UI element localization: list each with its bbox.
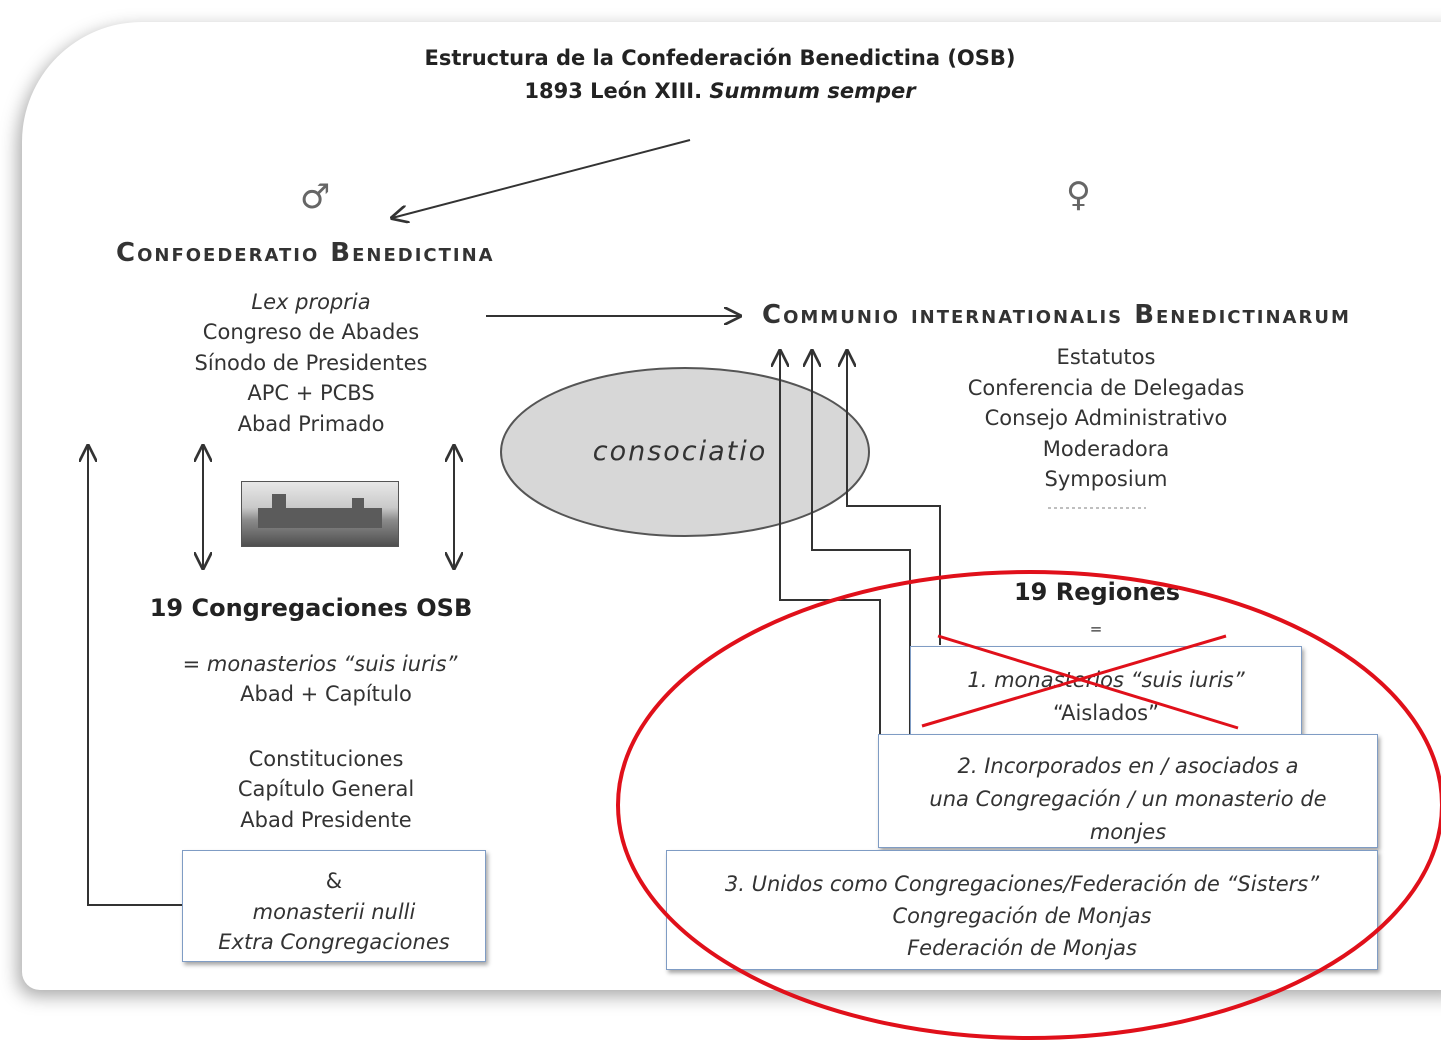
box-unidos: 3. Unidos como Congregaciones/Federación… [666, 850, 1378, 970]
capitulo-general: Capítulo General [237, 777, 415, 801]
box3-line1: 3. Unidos como Congregaciones/Federación… [724, 872, 1320, 896]
feedback-arrow [88, 446, 182, 906]
box2-line1: 2. Incorporados en / asociados a [957, 754, 1299, 778]
apc-pcbs: APC + PCBS [247, 381, 375, 405]
abad-presidente: Abad Presidente [240, 808, 412, 832]
abad-primado: Abad Primado [237, 412, 385, 436]
confoederatio-heading: Confoederatio Benedictina [116, 238, 495, 268]
diagram-subtitle: 1893 León XIII. Summum semper [524, 81, 915, 102]
box2-line2: una Congregación / un monasterio de [929, 787, 1327, 811]
communio-heading: Communio internationalis Benedictinarum [762, 300, 1351, 330]
monasterios-suis-iuris: = monasterios “suis iuris” [182, 652, 458, 676]
connector-box1 [847, 351, 941, 645]
extra-congregaciones-box: & monasterii nulli Extra Congregaciones [182, 850, 486, 962]
cross-out-line-1 [937, 634, 1239, 730]
box1-line2: “Aislados” [1052, 701, 1159, 725]
monastery-photo [241, 481, 399, 547]
female-symbol-icon: ♀ [1066, 175, 1091, 215]
extra-box-nulli: monasterii nulli [252, 900, 416, 924]
conferencia-delegadas: Conferencia de Delegadas [967, 376, 1245, 400]
subtitle-bull: Summum semper [709, 79, 916, 103]
box-aislados: 1. monasterios “suis iuris” “Aislados” [910, 646, 1302, 736]
consociatio-label: consociatio [592, 436, 768, 467]
box3-line2: Congregación de Monjas [892, 904, 1152, 928]
lex-propria: Lex propria [251, 290, 371, 314]
cross-out-line-2 [921, 634, 1227, 728]
equals-sign: = [1089, 620, 1103, 638]
box-incorporados: 2. Incorporados en / asociados a una Con… [878, 734, 1378, 848]
subtitle-year: 1893 León XIII. [524, 79, 703, 103]
sinodo-presidentes: Sínodo de Presidentes [194, 351, 428, 375]
diagram-title: Estructura de la Confederación Benedicti… [424, 46, 1016, 70]
box3-line3: Federación de Monjas [907, 936, 1137, 960]
male-symbol-icon: ♂ [300, 177, 331, 217]
estatutos: Estatutos [1056, 345, 1156, 369]
consociatio-ellipse [500, 367, 870, 537]
symposium: Symposium [1044, 467, 1168, 491]
highlight-circle [616, 570, 1441, 1040]
congreso-abades: Congreso de Abades [202, 320, 420, 344]
connector-box2 [812, 351, 911, 735]
extra-box-ampersand: & [325, 869, 343, 893]
abad-capitulo: Abad + Capítulo [240, 682, 412, 706]
constituciones: Constituciones [248, 747, 404, 771]
box2-line3: monjes [1089, 820, 1167, 844]
moderadora: Moderadora [1042, 437, 1170, 461]
congregaciones-osb: 19 Congregaciones OSB [149, 594, 473, 622]
extra-box-extra: Extra Congregaciones [218, 930, 450, 954]
title-arrow [392, 139, 691, 218]
consejo-administrativo: Consejo Administrativo [984, 406, 1228, 430]
